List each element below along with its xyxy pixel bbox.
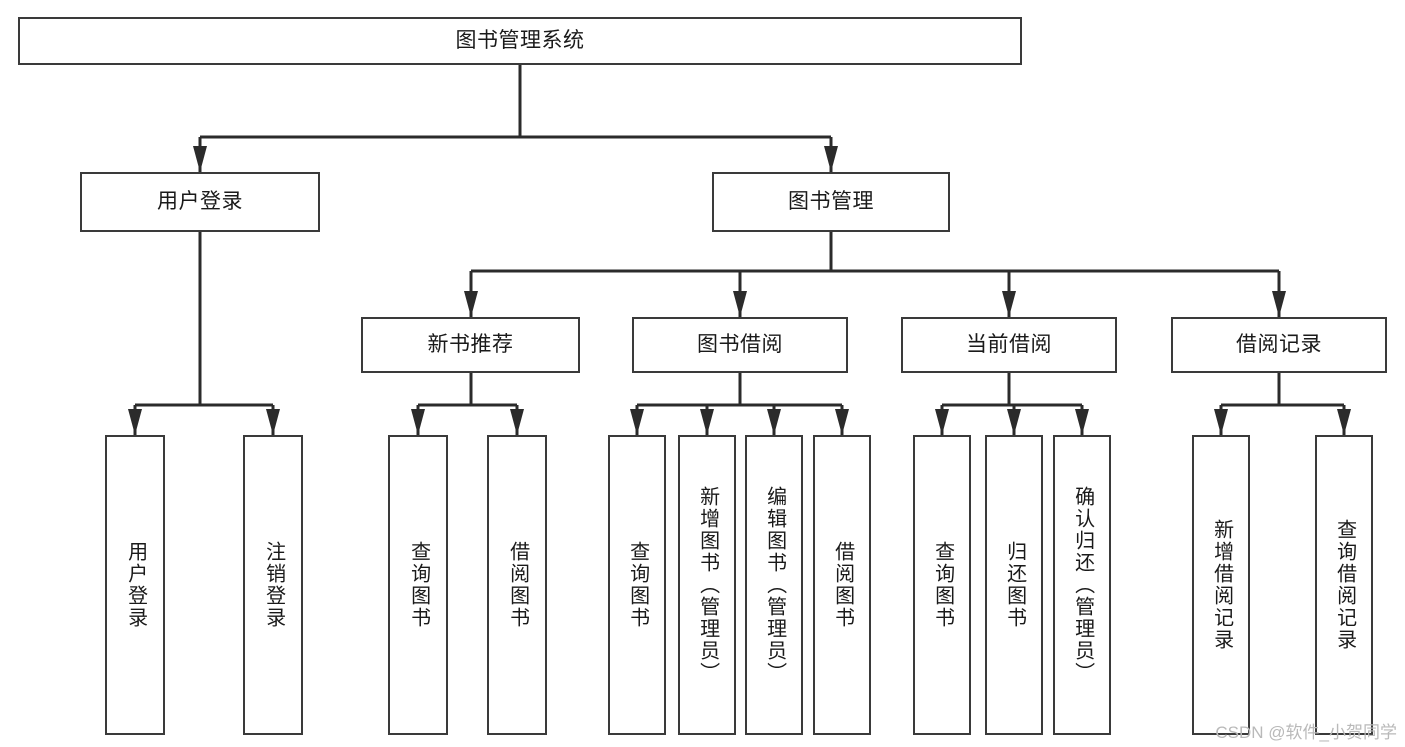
- node-label: 新书推荐: [427, 332, 514, 356]
- arrowhead-icon: [266, 409, 280, 435]
- node-label: 用户登录: [157, 189, 243, 213]
- arrowhead-icon: [733, 291, 747, 317]
- node-user-login[interactable]: 用户登录: [80, 172, 320, 232]
- node-label: 借阅记录: [1236, 332, 1322, 356]
- node-label: 当前借阅: [966, 332, 1052, 356]
- node-root[interactable]: 图书管理系统: [18, 17, 1022, 65]
- node-leaf-borrow-book-1[interactable]: 借阅图书: [487, 435, 547, 735]
- node-label: 借阅图书: [831, 541, 854, 629]
- arrowhead-icon: [1214, 409, 1228, 435]
- node-leaf-logout[interactable]: 注销登录: [243, 435, 303, 735]
- arrowhead-icon: [1007, 409, 1021, 435]
- node-label: 用户登录: [124, 541, 147, 629]
- node-leaf-borrow-book-2[interactable]: 借阅图书: [813, 435, 871, 735]
- arrowhead-icon: [835, 409, 849, 435]
- node-label: 图书借阅: [697, 332, 783, 356]
- arrowhead-icon: [1337, 409, 1351, 435]
- arrowhead-icon: [824, 146, 838, 172]
- node-leaf-add-record[interactable]: 新增借阅记录: [1192, 435, 1250, 735]
- node-label: 查询图书: [407, 541, 430, 629]
- node-leaf-edit-book[interactable]: 编辑图书（管理员）: [745, 435, 803, 735]
- node-label: 归还图书: [1003, 541, 1026, 629]
- node-leaf-query-book-1[interactable]: 查询图书: [388, 435, 448, 735]
- node-label: 图书管理: [788, 189, 874, 213]
- arrowhead-icon: [128, 409, 142, 435]
- arrowhead-icon: [1075, 409, 1089, 435]
- arrowhead-icon: [700, 409, 714, 435]
- node-label: 查询图书: [931, 541, 954, 629]
- node-book-manage[interactable]: 图书管理: [712, 172, 950, 232]
- arrowhead-icon: [464, 291, 478, 317]
- watermark-label: CSDN @软件_小贺同学: [1215, 723, 1397, 742]
- node-current-borrow[interactable]: 当前借阅: [901, 317, 1117, 373]
- node-label: 查询图书: [626, 541, 649, 629]
- node-label: 新增借阅记录: [1210, 519, 1233, 651]
- arrowhead-icon: [935, 409, 949, 435]
- node-label: 注销登录: [262, 541, 285, 629]
- node-leaf-confirm-return[interactable]: 确认归还（管理员）: [1053, 435, 1111, 735]
- node-leaf-query-book-3[interactable]: 查询图书: [913, 435, 971, 735]
- node-leaf-query-record[interactable]: 查询借阅记录: [1315, 435, 1373, 735]
- node-leaf-user-login[interactable]: 用户登录: [105, 435, 165, 735]
- node-leaf-return-book[interactable]: 归还图书: [985, 435, 1043, 735]
- arrowhead-icon: [630, 409, 644, 435]
- node-borrow-record[interactable]: 借阅记录: [1171, 317, 1387, 373]
- arrowhead-icon: [411, 409, 425, 435]
- node-label: 查询借阅记录: [1333, 519, 1356, 651]
- arrowhead-icon: [510, 409, 524, 435]
- node-label: 编辑图书（管理员）: [763, 486, 786, 684]
- node-book-borrow[interactable]: 图书借阅: [632, 317, 848, 373]
- node-label: 确认归还（管理员）: [1071, 486, 1094, 684]
- node-new-book-rec[interactable]: 新书推荐: [361, 317, 580, 373]
- node-leaf-query-book-2[interactable]: 查询图书: [608, 435, 666, 735]
- node-label: 借阅图书: [506, 541, 529, 629]
- arrowhead-icon: [1002, 291, 1016, 317]
- node-label: 新增图书（管理员）: [696, 486, 719, 684]
- arrowhead-icon: [1272, 291, 1286, 317]
- arrowhead-icon: [767, 409, 781, 435]
- node-label: 图书管理系统: [455, 28, 585, 52]
- node-leaf-add-book[interactable]: 新增图书（管理员）: [678, 435, 736, 735]
- arrowhead-icon: [193, 146, 207, 172]
